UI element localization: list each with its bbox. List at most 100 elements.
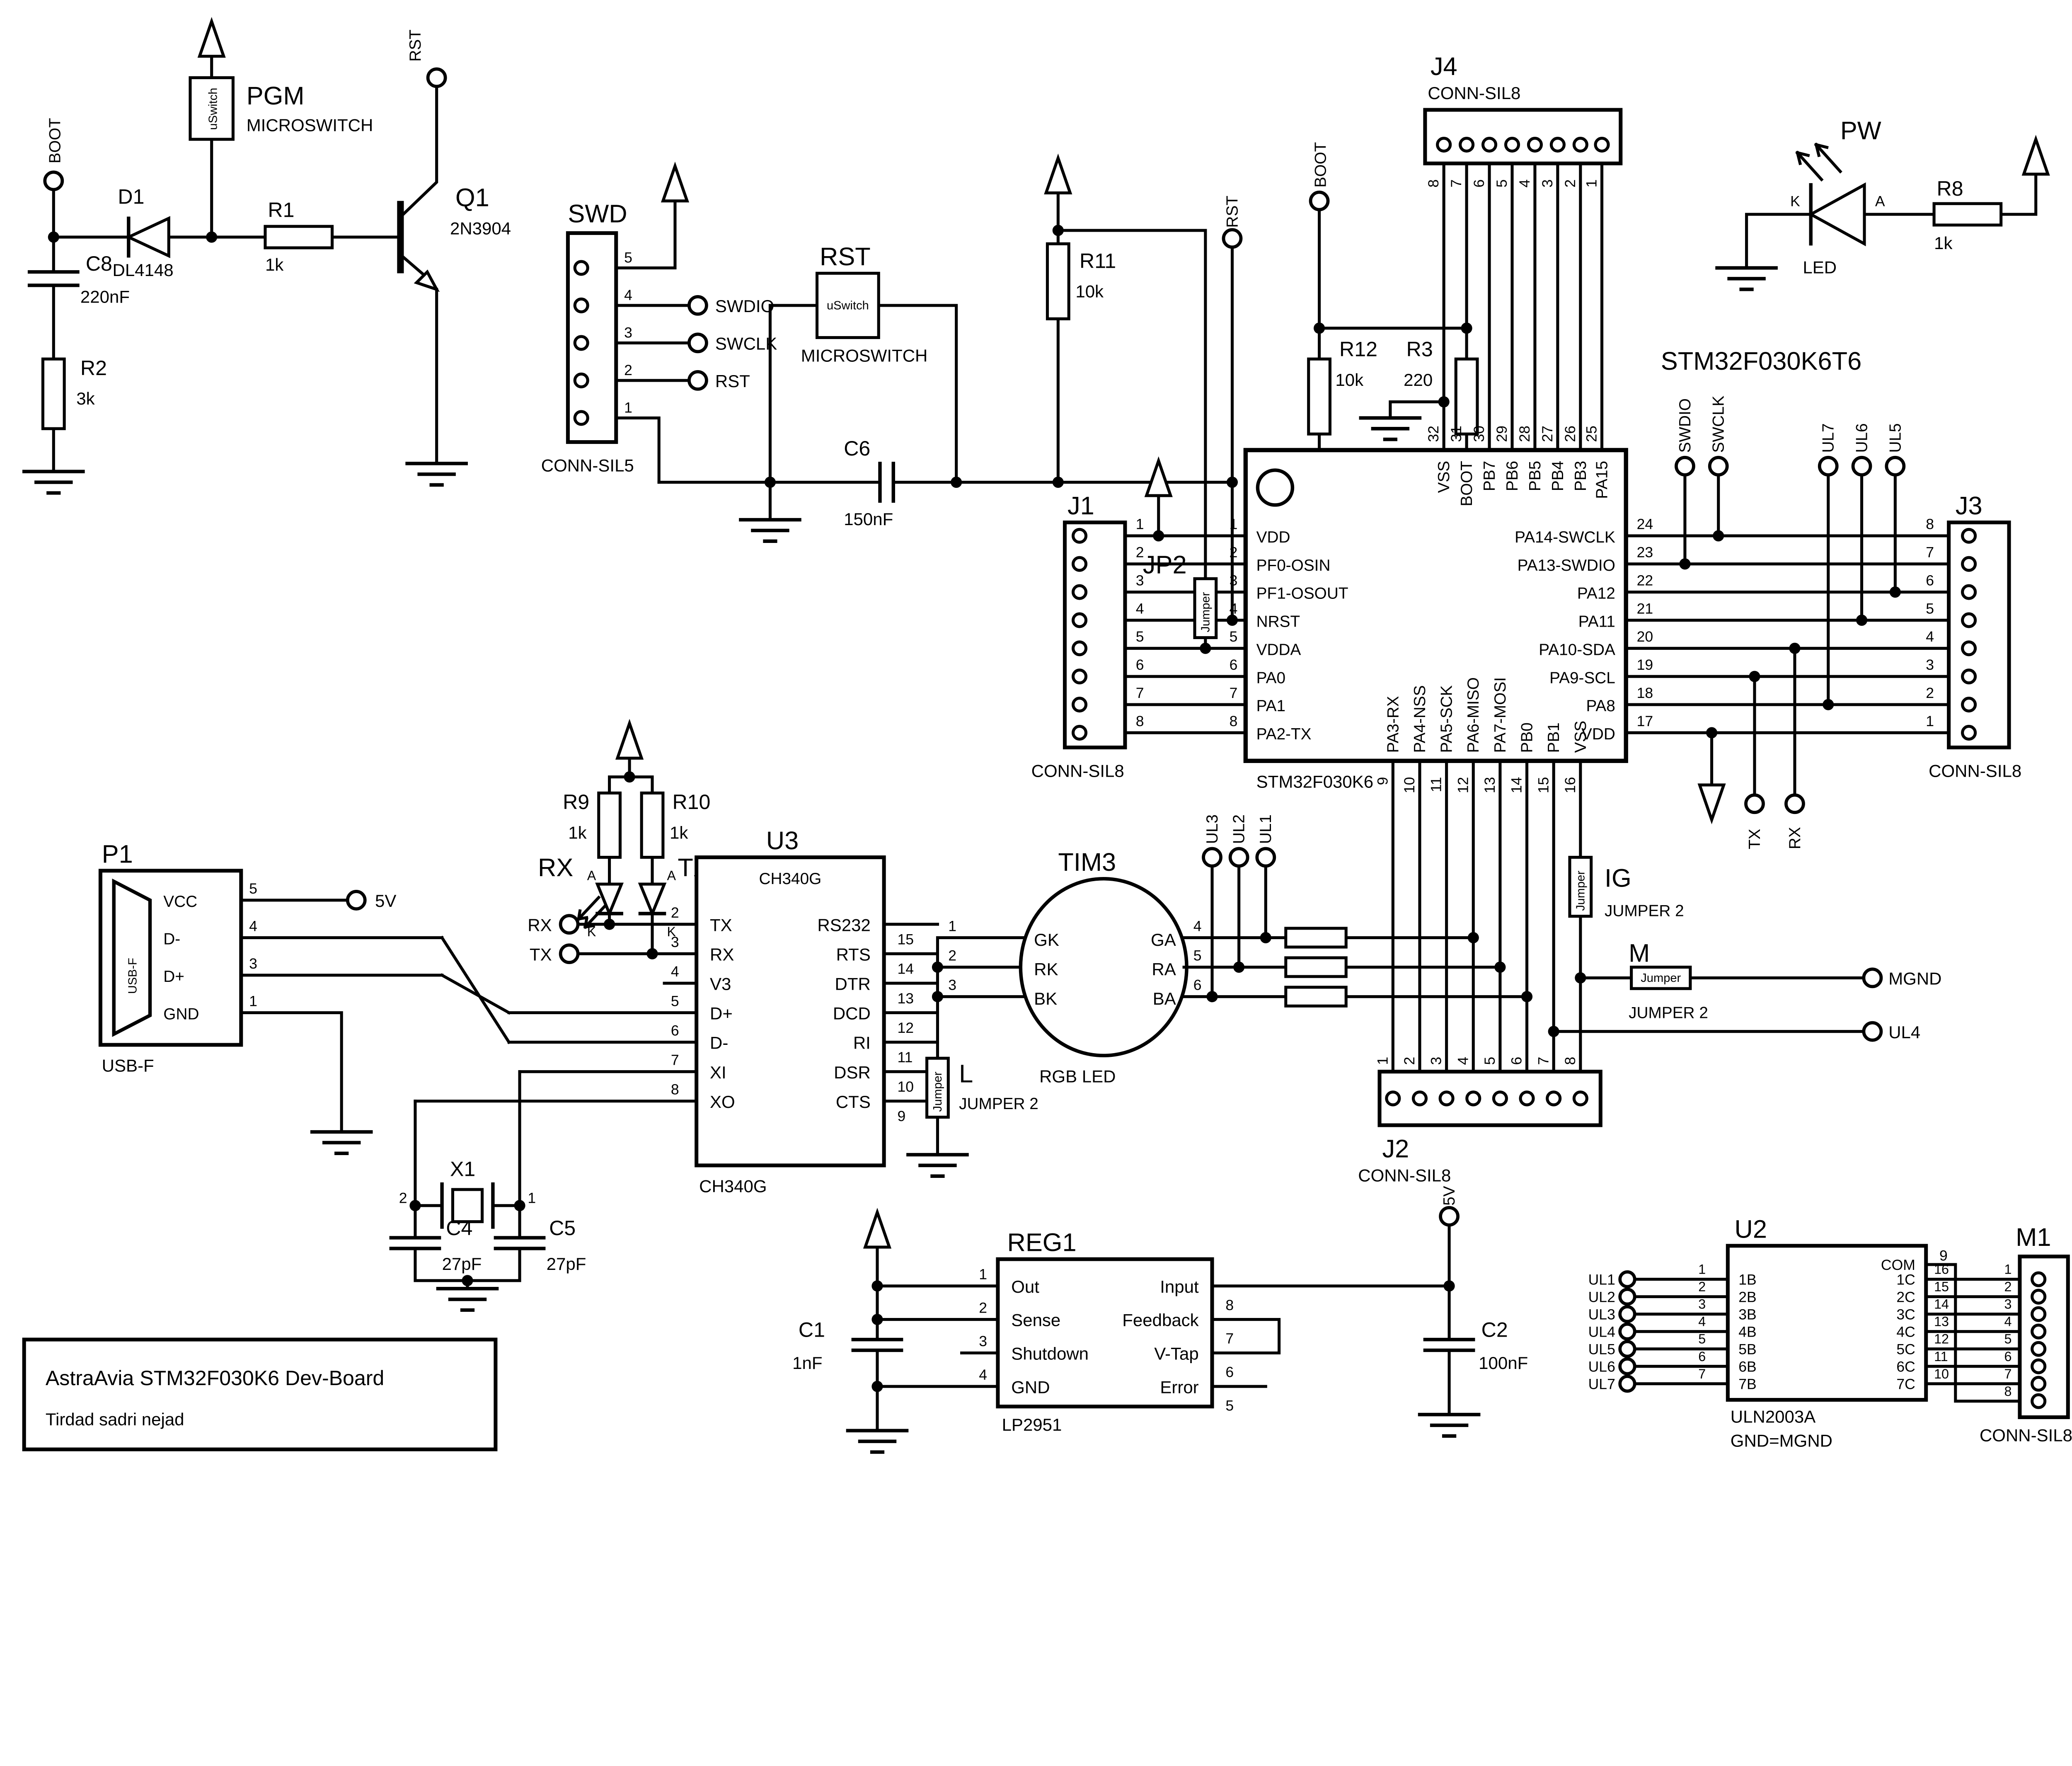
wire-pw bbox=[1745, 175, 2038, 269]
ul-label: UL3 bbox=[1588, 1306, 1615, 1323]
gnd-symbol bbox=[438, 1289, 497, 1310]
j2-ref: J2 bbox=[1382, 1134, 1409, 1163]
tim3-pin-num: 5 bbox=[1193, 947, 1202, 964]
block-mcu: STM32F030K6T6 STM32F030K6 32 31 30 29 28… bbox=[1230, 347, 1862, 793]
ul3-label: UL3 bbox=[1203, 814, 1221, 844]
gnd-symbol bbox=[312, 1132, 371, 1153]
ul5-terminal bbox=[1885, 455, 1906, 477]
r10-ref: R10 bbox=[672, 790, 710, 814]
j2-pin-num: 5 bbox=[1481, 1057, 1498, 1065]
chip-pin1-mark bbox=[1256, 468, 1295, 507]
block-j3: J3 8 7 6 5 4 3 2 1 CONN-SIL8 bbox=[1926, 492, 2021, 780]
chip-left-name: PA1 bbox=[1256, 697, 1285, 715]
r8-ref: R8 bbox=[1937, 177, 1963, 200]
u2-right-num: 13 bbox=[1934, 1314, 1949, 1329]
chip-left-name: PA2-TX bbox=[1256, 725, 1312, 743]
l-jumper-body: Jumper bbox=[931, 1071, 944, 1112]
reg1-right-name: Feedback bbox=[1122, 1311, 1199, 1330]
chip-left-name: VDD bbox=[1256, 528, 1290, 546]
reg1-left-num: 1 bbox=[979, 1266, 987, 1283]
ul-label: UL1 bbox=[1588, 1272, 1615, 1288]
j3-ref: J3 bbox=[1956, 492, 1982, 520]
u2-left-name: 3B bbox=[1738, 1306, 1756, 1323]
chip-bottom-num: 11 bbox=[1428, 777, 1445, 792]
u2-left-num: 5 bbox=[1698, 1332, 1706, 1347]
swdio-right-label: SWDIO bbox=[1676, 398, 1694, 453]
j3-pin-num: 1 bbox=[1926, 713, 1934, 729]
m1-pin-num: 5 bbox=[2004, 1332, 2012, 1347]
chip-right-name: PA9-SCL bbox=[1549, 669, 1615, 687]
p1-value: USB-F bbox=[102, 1056, 154, 1076]
reg1-right-name: Input bbox=[1160, 1277, 1199, 1296]
u2-left-num: 3 bbox=[1698, 1297, 1706, 1312]
j3-pin-num: 3 bbox=[1926, 656, 1934, 673]
rst-net-terminal-label: RST bbox=[1223, 196, 1241, 228]
c2-ref: C2 bbox=[1481, 1318, 1508, 1342]
rx-a-label: A bbox=[587, 868, 596, 883]
j3-pin-num: 6 bbox=[1926, 572, 1934, 589]
chip-top-name: PB6 bbox=[1503, 461, 1521, 491]
j4-pin bbox=[1481, 136, 1498, 153]
r3-ref: R3 bbox=[1406, 338, 1433, 361]
j4-pin bbox=[1594, 136, 1610, 153]
chip-top-num: 28 bbox=[1516, 426, 1533, 442]
p1-pin-name: D- bbox=[163, 930, 180, 948]
j4-connector bbox=[1423, 108, 1623, 165]
u2-left-num: 2 bbox=[1698, 1279, 1706, 1294]
ul-label: UL2 bbox=[1588, 1289, 1615, 1306]
chip-top-num: 26 bbox=[1562, 426, 1578, 442]
block-boot-pgm-q1: BOOT D1 DL4148 C8 220nF R2 3k uSwitch PG… bbox=[27, 29, 511, 430]
j1-pin-num: 3 bbox=[1136, 572, 1144, 589]
chip-top-name: PB3 bbox=[1572, 461, 1590, 491]
ul1-terminal bbox=[1255, 847, 1276, 868]
block-reg1: REG1 LP2951 Out Sense Shutdown GND 1 2 3… bbox=[792, 1186, 1528, 1434]
ul7-label: UL7 bbox=[1820, 423, 1837, 453]
c4-value: 27pF bbox=[442, 1254, 482, 1274]
chip-right-num: 21 bbox=[1637, 600, 1653, 617]
u2-left-num: 7 bbox=[1698, 1366, 1706, 1381]
j2-pin bbox=[1465, 1090, 1481, 1107]
boot2-label: BOOT bbox=[1312, 142, 1330, 188]
u2-chip bbox=[1726, 1244, 1928, 1402]
j3-pin bbox=[1961, 696, 1977, 713]
swclk-terminal bbox=[687, 332, 708, 354]
swdio-terminal bbox=[687, 295, 708, 316]
chip-top-num: 29 bbox=[1493, 426, 1510, 442]
j4-pin bbox=[1436, 136, 1452, 153]
u2-right-num: 16 bbox=[1934, 1262, 1949, 1277]
j4-pin-num: 8 bbox=[1425, 179, 1442, 188]
ig-jumper bbox=[1568, 855, 1593, 918]
u2-right-num: 11 bbox=[1934, 1349, 1948, 1364]
swd-pin-num: 1 bbox=[624, 399, 632, 416]
l-jumper bbox=[925, 1056, 950, 1119]
chip-right-num: 20 bbox=[1637, 628, 1653, 645]
c5-cap-icon bbox=[494, 1236, 546, 1250]
reg1-right-num: 6 bbox=[1225, 1364, 1234, 1381]
tx-k-label: K bbox=[667, 924, 676, 939]
j1-pin bbox=[1071, 640, 1088, 656]
chip-top-name: PB4 bbox=[1549, 461, 1567, 491]
chip-left-name: PF0-OSIN bbox=[1256, 557, 1331, 574]
chip-right-name: PA8 bbox=[1586, 697, 1615, 715]
p1-pin-name: GND bbox=[163, 1005, 199, 1023]
p1-5v-label: 5V bbox=[375, 891, 396, 911]
ul-label: UL4 bbox=[1588, 1324, 1615, 1340]
u3-left-num: 2 bbox=[671, 904, 679, 921]
j2-pin-num: 3 bbox=[1428, 1057, 1445, 1065]
u3-part-bottom: CH340G bbox=[699, 1177, 767, 1196]
rx-k-label: K bbox=[587, 924, 596, 939]
chip-bottom-name: PB1 bbox=[1545, 722, 1563, 753]
chip-right-name: PA13-SWDIO bbox=[1518, 557, 1615, 574]
c2-value: 100nF bbox=[1479, 1353, 1528, 1373]
power-arrow-icon bbox=[2024, 139, 2048, 174]
j3-pin bbox=[1961, 584, 1977, 600]
wire-net-top-left bbox=[52, 55, 438, 473]
j4-pin bbox=[1459, 136, 1475, 153]
u2-right-num: 10 bbox=[1934, 1366, 1949, 1381]
swd-pin bbox=[573, 410, 589, 426]
c8-ref: C8 bbox=[86, 252, 112, 275]
junction-dots bbox=[48, 225, 1901, 1392]
c6-cap-icon bbox=[878, 462, 895, 503]
reg1-left-name: GND bbox=[1011, 1377, 1050, 1397]
reg1-left-name: Out bbox=[1011, 1277, 1039, 1296]
